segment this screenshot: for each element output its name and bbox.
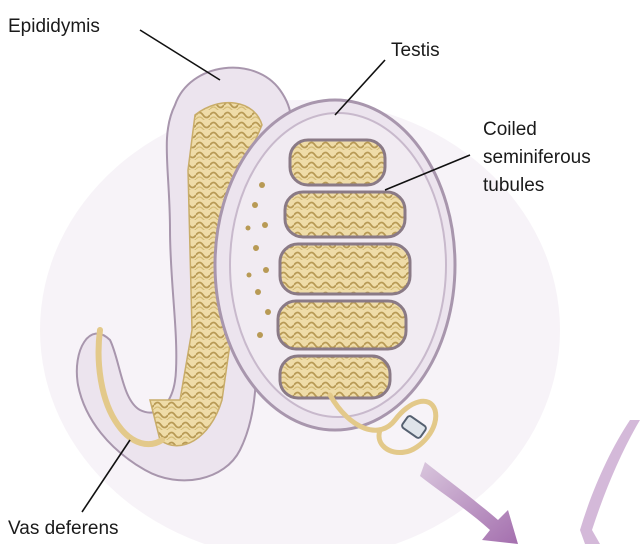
lobule <box>285 192 405 237</box>
tubules-label-line-3: tubules <box>483 175 544 196</box>
tubules-label-line-2: seminiferous <box>483 147 591 168</box>
lobule <box>290 140 385 185</box>
epididymis-leader-line <box>140 30 220 80</box>
testis-label: Testis <box>391 40 440 61</box>
pathway-arrow-right <box>580 420 640 544</box>
epididymis-label: Epididymis <box>8 16 100 37</box>
lobule <box>278 301 406 349</box>
vas-deferens-label: Vas deferens <box>8 518 119 539</box>
tubules-label-line-1: Coiled <box>483 119 537 140</box>
lobule <box>280 356 390 398</box>
lobule <box>280 244 410 294</box>
